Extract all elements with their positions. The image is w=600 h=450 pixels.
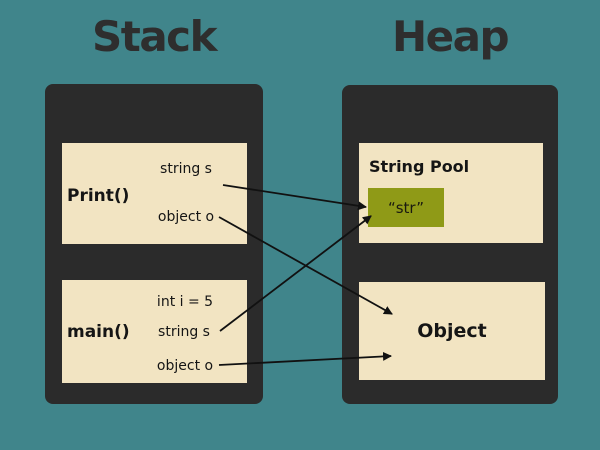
print-var-object-o: object o — [157, 209, 215, 225]
main-frame-label: main() — [67, 322, 130, 342]
print-var-string-s: string s — [160, 161, 212, 177]
main-var-object-o: object o — [156, 358, 214, 374]
heap-object-label: Object — [417, 320, 487, 342]
str-value-label: “str” — [387, 198, 425, 217]
main-var-string-s: string s — [158, 324, 210, 340]
stack-frame-print: Print() string s object o — [62, 143, 247, 244]
stack-frame-main: main() int i = 5 string s object o — [62, 280, 247, 383]
main-var-int-i: int i = 5 — [156, 294, 214, 310]
str-value-box: “str” — [368, 188, 444, 227]
string-pool-label: String Pool — [369, 157, 470, 176]
heap-string-pool-box: String Pool “str” — [359, 143, 543, 243]
heap-title: Heap — [391, 12, 510, 61]
stack-title: Stack — [92, 12, 218, 61]
heap-object-box: Object — [359, 282, 545, 380]
print-frame-label: Print() — [67, 186, 130, 206]
